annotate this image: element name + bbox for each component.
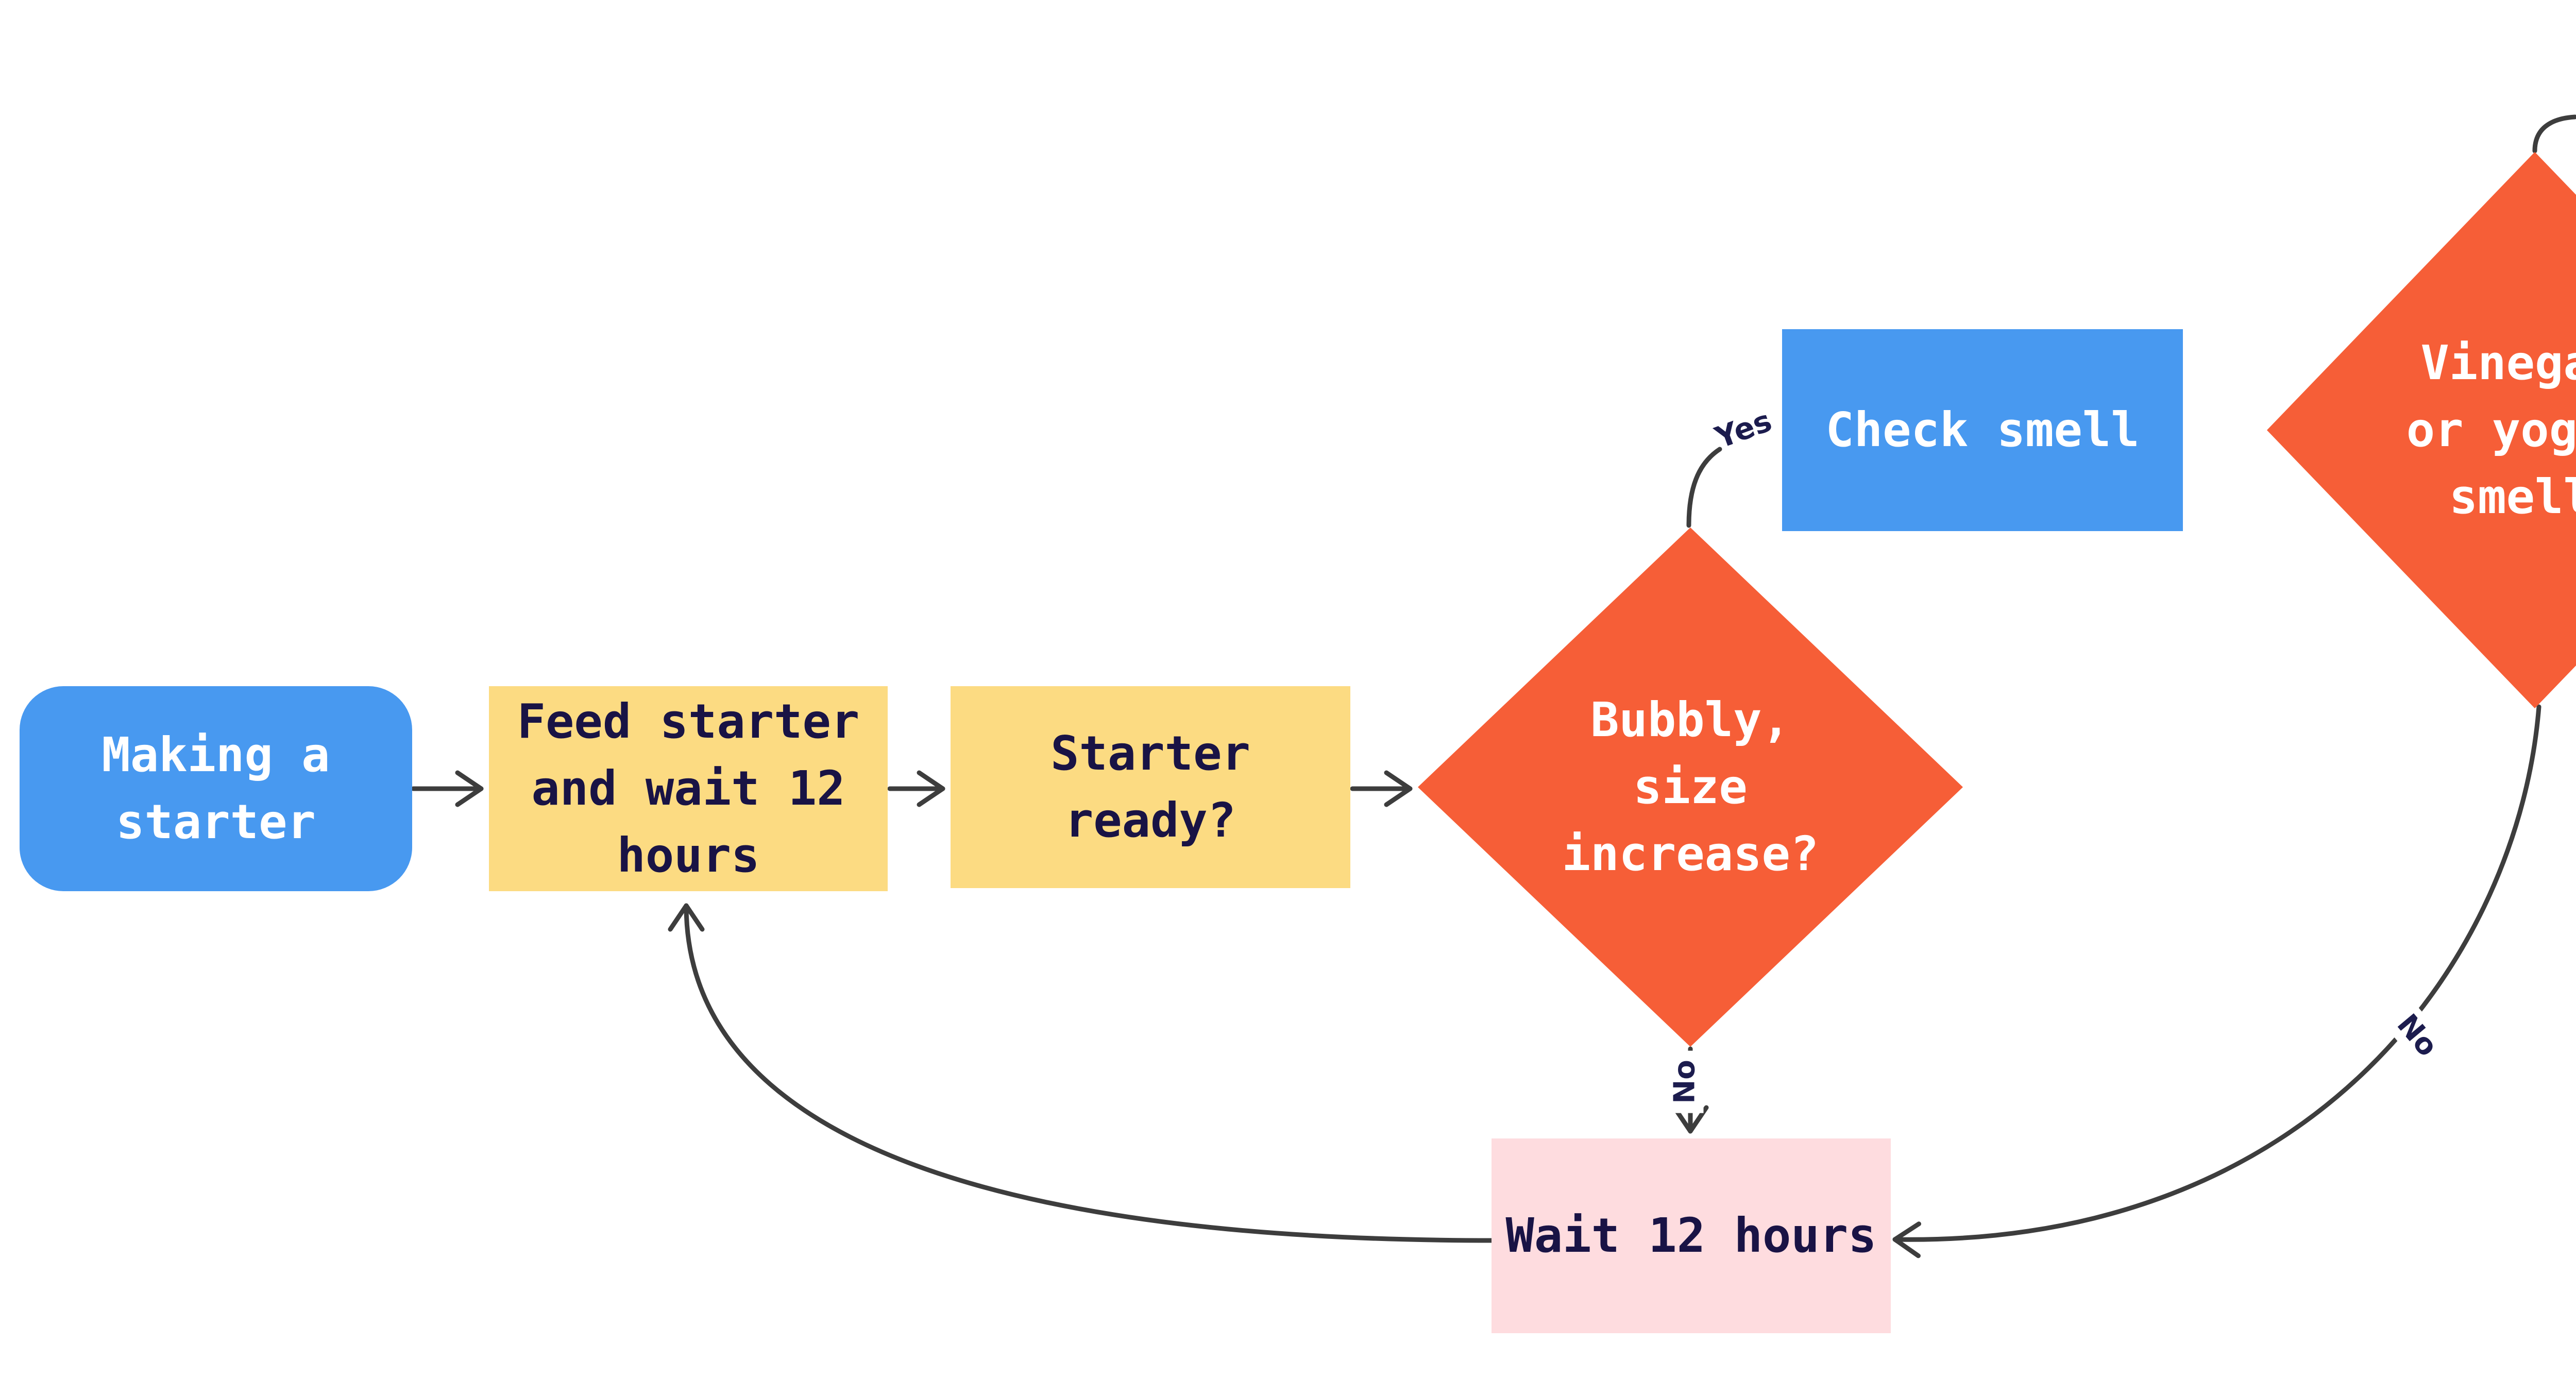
- edge-wait-back-to-feed: [668, 903, 1495, 1243]
- node-label-line: and wait 12: [531, 761, 845, 816]
- node-starter-ready: Starter ready?: [951, 686, 1350, 888]
- edge-label-no-bubbly-to-wait: No: [1666, 1050, 1704, 1113]
- node-label-line: increase?: [1562, 826, 1819, 881]
- node-label-line: Vinegary: [2420, 335, 2576, 390]
- node-label-line: Bubbly,: [1590, 692, 1790, 747]
- node-label-line: Wait 12 hours: [1505, 1208, 1877, 1263]
- node-label-line: Starter: [1050, 726, 1250, 781]
- node-feed-starter: Feed starter and wait 12 hours: [489, 686, 888, 891]
- node-label-line: size: [1633, 759, 1748, 814]
- edge-bubbly-to-check-yes: [1686, 447, 1722, 528]
- node-label-line: hours: [617, 828, 760, 883]
- node-label-line: or yogurt: [2406, 402, 2576, 457]
- edge-vinegary-to-dough-yes-curve: [2532, 114, 2576, 154]
- node-label-line: ready?: [1064, 793, 1236, 848]
- node-label-line: Feed starter: [517, 694, 860, 749]
- edge-vinegary-to-wait-no: [1892, 704, 2541, 1258]
- node-label-line: starter: [116, 794, 316, 849]
- node-check-smell: Check smell: [1782, 329, 2183, 531]
- node-making-a-starter: Making a starter: [20, 686, 412, 891]
- node-label-line: Making a: [101, 727, 330, 782]
- node-label-line: smell?: [2449, 469, 2576, 524]
- node-label-line: Check smell: [1825, 402, 2140, 457]
- node-wait-12-hours: Wait 12 hours: [1492, 1138, 1891, 1333]
